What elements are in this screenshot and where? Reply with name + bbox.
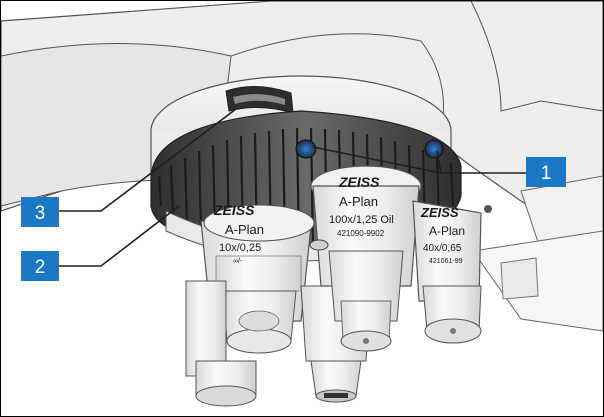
objective-10x-spec: 10x/0,25 [219, 242, 261, 254]
callout-label-3: 3 [35, 203, 46, 224]
objective-40x: ZEISS A-Plan 40x/0,65 421061-99 [413, 201, 481, 343]
stand-screw [484, 205, 492, 213]
callout-label-2: 2 [35, 257, 46, 278]
position-hole-1 [296, 140, 316, 158]
callout-1: 1 [526, 157, 566, 187]
objective-10x-brand: ZEISS [213, 202, 255, 218]
position-hole-2 [425, 140, 443, 158]
objective-10x-name: A-Plan [225, 222, 264, 237]
objective-100x-spec: 100x/1,25 Oil [329, 214, 394, 226]
objective-100x-serial: 421090-9902 [337, 229, 385, 238]
callout-label-1: 1 [541, 163, 552, 184]
objective-100x-brand: ZEISS [338, 174, 380, 190]
objective-40x-brand: ZEISS [420, 205, 459, 220]
objective-100x-name: A-Plan [339, 194, 378, 209]
turret-button [310, 240, 328, 250]
callout-3: 3 [21, 197, 59, 227]
objective-10x-extra: ∞/- [233, 258, 243, 265]
objective-40x-spec: 40x/0,65 [423, 243, 462, 254]
objective-40x-name: A-Plan [429, 224, 465, 238]
stand-slot [501, 258, 538, 299]
callout-2: 2 [21, 251, 59, 281]
objective-40x-serial: 421061-99 [429, 258, 463, 265]
stand-right-bracket [473, 231, 603, 331]
